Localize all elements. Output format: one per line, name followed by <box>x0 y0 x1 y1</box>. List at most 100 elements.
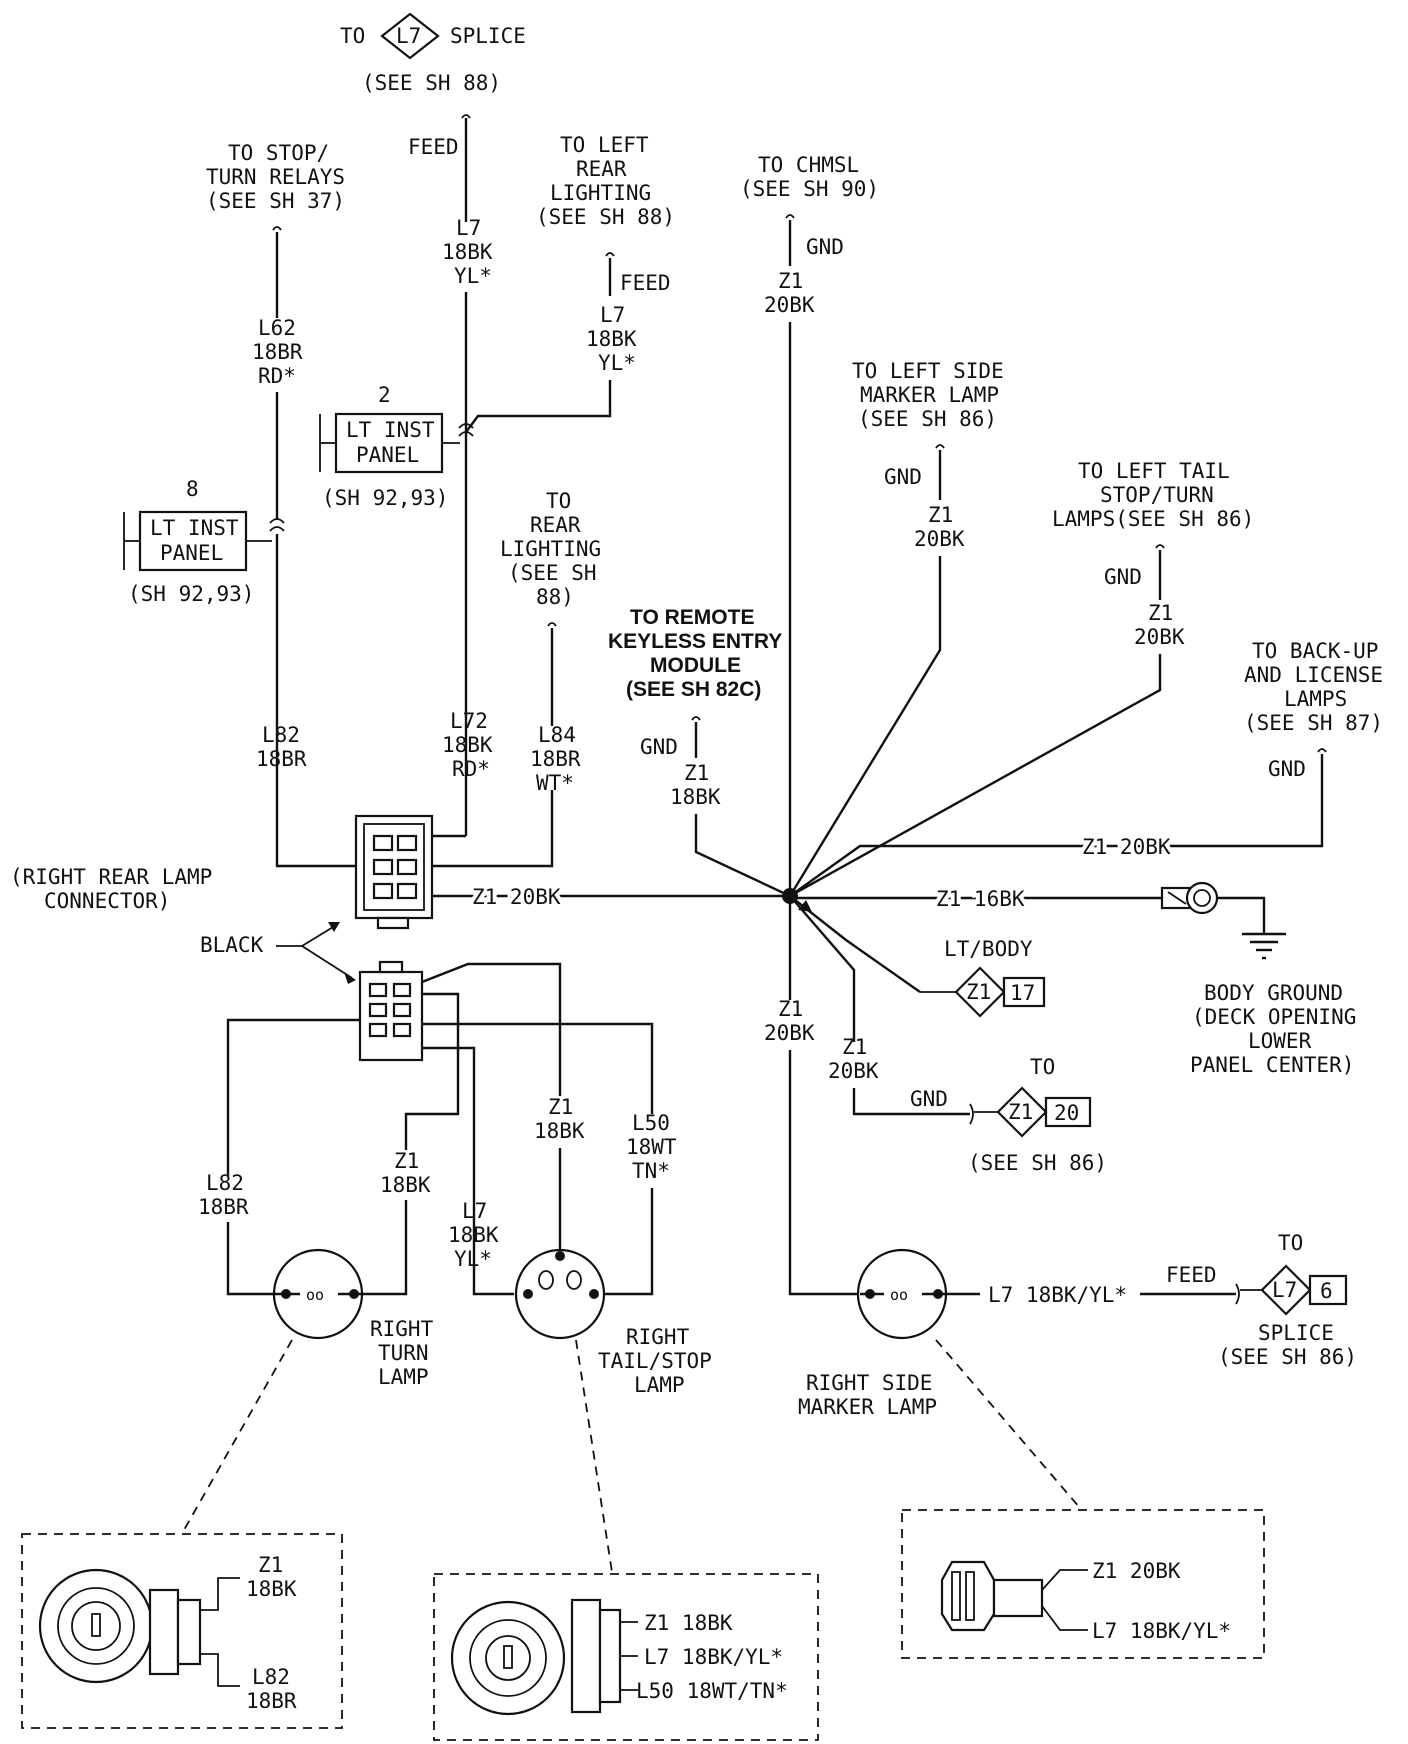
splice-l7-diamond-top <box>380 12 440 60</box>
label-d3-z1: Z1 20BK <box>1092 1559 1181 1583</box>
label-l7-lower-3: YL* <box>454 1247 492 1271</box>
label-to-6: TO <box>1278 1231 1303 1255</box>
connector-z1-20-diamond <box>996 1086 1048 1138</box>
wire-z1-rt <box>404 992 460 1150</box>
label-l7-18bk-yl: L7 18BK/YL* <box>988 1283 1127 1307</box>
label-backup-1: TO BACK-UP <box>1252 639 1378 663</box>
label-backup-2: AND LICENSE <box>1244 663 1383 687</box>
label-rtsl-3: LAMP <box>634 1373 685 1397</box>
connector-break-stopturn <box>272 226 282 231</box>
wire-l84-to-connector <box>432 790 554 868</box>
label-rear-light-4: (SEE SH <box>508 561 597 585</box>
wire-z1-mid <box>421 962 562 1096</box>
label-lsm-1: TO LEFT SIDE <box>852 359 1004 383</box>
label-rtsl-1: RIGHT <box>626 1325 690 1349</box>
connector-pin <box>372 858 394 876</box>
wire-l7-lr-splice <box>465 380 612 433</box>
label-l62-3: RD* <box>258 364 296 388</box>
label-l7-top-1: L7 <box>456 216 481 240</box>
label-l62-2: 18BR <box>252 340 303 364</box>
connector-pin <box>372 882 394 900</box>
label-z1-rt-2: 18BK <box>380 1173 431 1197</box>
label-rsml-2: MARKER LAMP <box>798 1395 937 1419</box>
label-chmsl-1: TO CHMSL <box>758 153 859 177</box>
label-ltail-2: STOP/TURN <box>1100 483 1214 507</box>
label-splice-6-1: SPLICE <box>1258 1321 1334 1345</box>
label-l82-lower-1: L82 <box>206 1171 244 1195</box>
label-z1-20-code: Z1 <box>1008 1100 1033 1124</box>
label-oo-2: oo <box>890 1286 908 1304</box>
label-z1-c1-1: Z1 <box>778 997 803 1021</box>
label-rear-light-1: TO <box>546 489 571 513</box>
label-z1-rke-2: 18BK <box>670 785 721 809</box>
connector-pin <box>392 1002 412 1018</box>
label-rtl-2: TURN <box>378 1341 429 1365</box>
label-see-86-20: (SEE SH 86) <box>968 1151 1107 1175</box>
label-z1-ltail-1: Z1 <box>1148 601 1173 625</box>
label-inst2-2: PANEL <box>356 443 419 467</box>
inline-connector-8 <box>269 518 285 532</box>
label-l7-lr-3: YL* <box>598 351 636 375</box>
label-rke-4: (SEE SH 82C) <box>626 678 761 701</box>
label-bg-2: (DECK OPENING <box>1192 1005 1356 1029</box>
connector-pin <box>392 982 412 998</box>
detail-right-side-marker-lamp <box>901 1509 1265 1659</box>
connector-break-lsm <box>935 444 945 449</box>
label-z1-c1-2: 20BK <box>764 1021 815 1045</box>
label-inst8-2: PANEL <box>160 541 223 565</box>
connector-pin <box>368 1002 388 1018</box>
label-z1-20bk-conn: Z1 20BK <box>472 885 561 909</box>
label-black: BLACK <box>200 933 264 957</box>
label-gnd-20: GND <box>910 1087 948 1111</box>
label-rke-1: TO REMOTE <box>630 606 754 629</box>
label-l82-lower-2: 18BR <box>198 1195 249 1219</box>
label-stop-turn-1: TO STOP/ <box>228 141 329 165</box>
connector-pin <box>396 858 418 876</box>
label-d2-l50: L50 18WT/TN* <box>636 1679 788 1703</box>
label-inst2-ref: (SH 92,93) <box>322 486 448 510</box>
label-l50-3: TN* <box>632 1159 670 1183</box>
label-z1-17-num: 17 <box>1010 981 1035 1005</box>
label-l7-6-code: L7 <box>1272 1278 1297 1302</box>
label-l50-1: L50 <box>632 1111 670 1135</box>
label-stop-turn-3: (SEE SH 37) <box>206 189 345 213</box>
wire-l7-lower <box>422 1046 514 1296</box>
connector-break-leftrear <box>605 252 615 257</box>
wire-z1-backup <box>789 754 1324 897</box>
label-left-rear-3: LIGHTING <box>550 181 651 205</box>
label-bg-1: BODY GROUND <box>1204 981 1343 1005</box>
label-ltail-3: LAMPS(SEE SH 86) <box>1052 507 1254 531</box>
label-z1-c2-2: 20BK <box>828 1059 879 1083</box>
label-ltail-1: TO LEFT TAIL <box>1078 459 1230 483</box>
label-z1-chmsl-1: Z1 <box>778 269 803 293</box>
label-to-l7-splice-to: TO <box>340 24 365 48</box>
label-gnd-ltail: GND <box>1104 565 1142 589</box>
label-rrlc-1: (RIGHT REAR LAMP <box>10 865 212 889</box>
connector-pin <box>396 834 418 852</box>
label-gnd-lsm: GND <box>884 465 922 489</box>
label-d1-l82-1: L82 <box>252 1665 290 1689</box>
label-l50-2: 18WT <box>626 1135 677 1159</box>
label-rear-light-2: REAR <box>530 513 581 537</box>
label-inst2-num: 2 <box>378 383 391 407</box>
label-inst8-1: LT INST <box>150 516 239 540</box>
label-inst8-num: 8 <box>186 477 199 501</box>
label-l82-1: L82 <box>262 723 300 747</box>
wire-z1-ltail <box>789 654 1162 898</box>
label-left-rear-1: TO LEFT <box>560 133 649 157</box>
label-l7-code-top: L7 <box>396 24 421 48</box>
connector-z1-17-diamond <box>954 966 1006 1018</box>
wire-l82-to-connector <box>275 728 356 868</box>
label-z1-17-code: Z1 <box>966 980 991 1004</box>
label-z1-rt-1: Z1 <box>394 1149 419 1173</box>
label-left-rear-2: REAR <box>576 157 627 181</box>
label-oo-1: oo <box>306 1286 324 1304</box>
label-z1-mid-2: 18BK <box>534 1119 585 1143</box>
connector-break-chmsl <box>785 214 795 219</box>
label-z1-lsm-1: Z1 <box>928 503 953 527</box>
label-lsm-3: (SEE SH 86) <box>858 407 997 431</box>
label-z1-lsm-2: 20BK <box>914 527 965 551</box>
label-d1-z1-1: Z1 <box>258 1553 283 1577</box>
splice-l7-6-diamond <box>1260 1264 1312 1316</box>
